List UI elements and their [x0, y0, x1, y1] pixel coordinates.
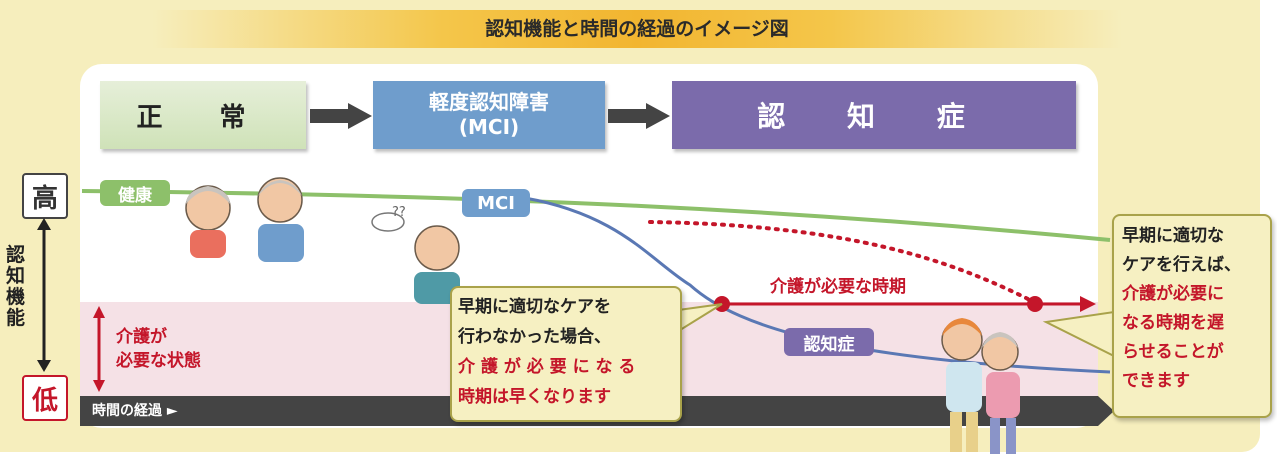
care-state-line-1: 介護が	[116, 327, 167, 347]
callout-right-line-4: なる時期を遅	[1122, 313, 1224, 333]
care-period-arrowhead	[1080, 296, 1096, 312]
delayed-care-dotted-line	[648, 220, 1032, 302]
callout-right-tail	[1042, 310, 1115, 358]
stage-dementia-label: 認 知 症	[757, 100, 991, 133]
caregiver-illustration	[941, 318, 1020, 454]
callout-right-line-5: らせることが	[1122, 342, 1224, 362]
diagram-title: 認知機能と時間の経過のイメージ図	[152, 10, 1122, 48]
stage-normal-label: 正 常	[136, 102, 270, 133]
healthy-line	[81, 189, 1111, 242]
confused-elderly-man-illustration: ??	[371, 205, 460, 304]
mci-line-label: MCI	[462, 189, 530, 217]
stage-mci-label: 軽度認知障害	[429, 90, 549, 114]
time-axis-label: 時間の経過 ►	[92, 403, 178, 419]
stage-arrow-2	[608, 103, 670, 129]
dementia-line-label: 認知症	[784, 328, 874, 356]
callout-no-early-care: 早期に適切なケアを 行わなかった場合、 介 護 が 必 要 に な る 時期は早…	[450, 286, 682, 422]
callout-left-line-2: 行わなかった場合、	[458, 327, 611, 347]
care-needed-state-label: 介護が 必要な状態	[116, 325, 201, 373]
mci-line	[524, 196, 1111, 374]
stage-dementia: 認 知 症	[672, 81, 1076, 149]
stage-mci: 軽度認知障害 (MCI)	[373, 81, 605, 149]
care-state-line-2: 必要な状態	[116, 351, 201, 371]
callout-early-care: 早期に適切な ケアを行えば、 介護が必要に なる時期を遅 らせることが できます	[1112, 214, 1272, 418]
axis-name: 認知機能	[6, 244, 26, 329]
healthy-line-label: 健康	[100, 180, 170, 206]
axis-low-label: 低	[31, 385, 58, 416]
callout-left-line-4: 時期は早くなります	[458, 387, 611, 407]
axis-low-box: 低	[22, 375, 68, 421]
svg-text:??: ??	[392, 205, 406, 220]
callout-right-line-6: できます	[1122, 371, 1190, 391]
stage-arrow-1	[310, 103, 372, 129]
callout-right-line-2: ケアを行えば、	[1122, 255, 1241, 275]
elderly-couple-illustration	[185, 177, 304, 262]
stage-mci-abbr: (MCI)	[458, 115, 520, 139]
stage-normal: 正 常	[100, 81, 306, 149]
axis-high-box: 高	[22, 173, 68, 219]
care-start-delayed-dot	[1027, 296, 1043, 312]
callout-right-line-1: 早期に適切な	[1122, 226, 1224, 246]
vertical-axis-arrow	[37, 218, 51, 372]
callout-right-line-3: 介護が必要に	[1122, 284, 1224, 304]
callout-left-line-1: 早期に適切なケアを	[458, 297, 611, 317]
care-period-label: 介護が必要な時期	[770, 277, 906, 297]
callout-left-line-3: 介 護 が 必 要 に な る	[458, 357, 636, 377]
time-axis-arrowhead	[1098, 396, 1114, 426]
axis-high-label: 高	[31, 183, 58, 214]
